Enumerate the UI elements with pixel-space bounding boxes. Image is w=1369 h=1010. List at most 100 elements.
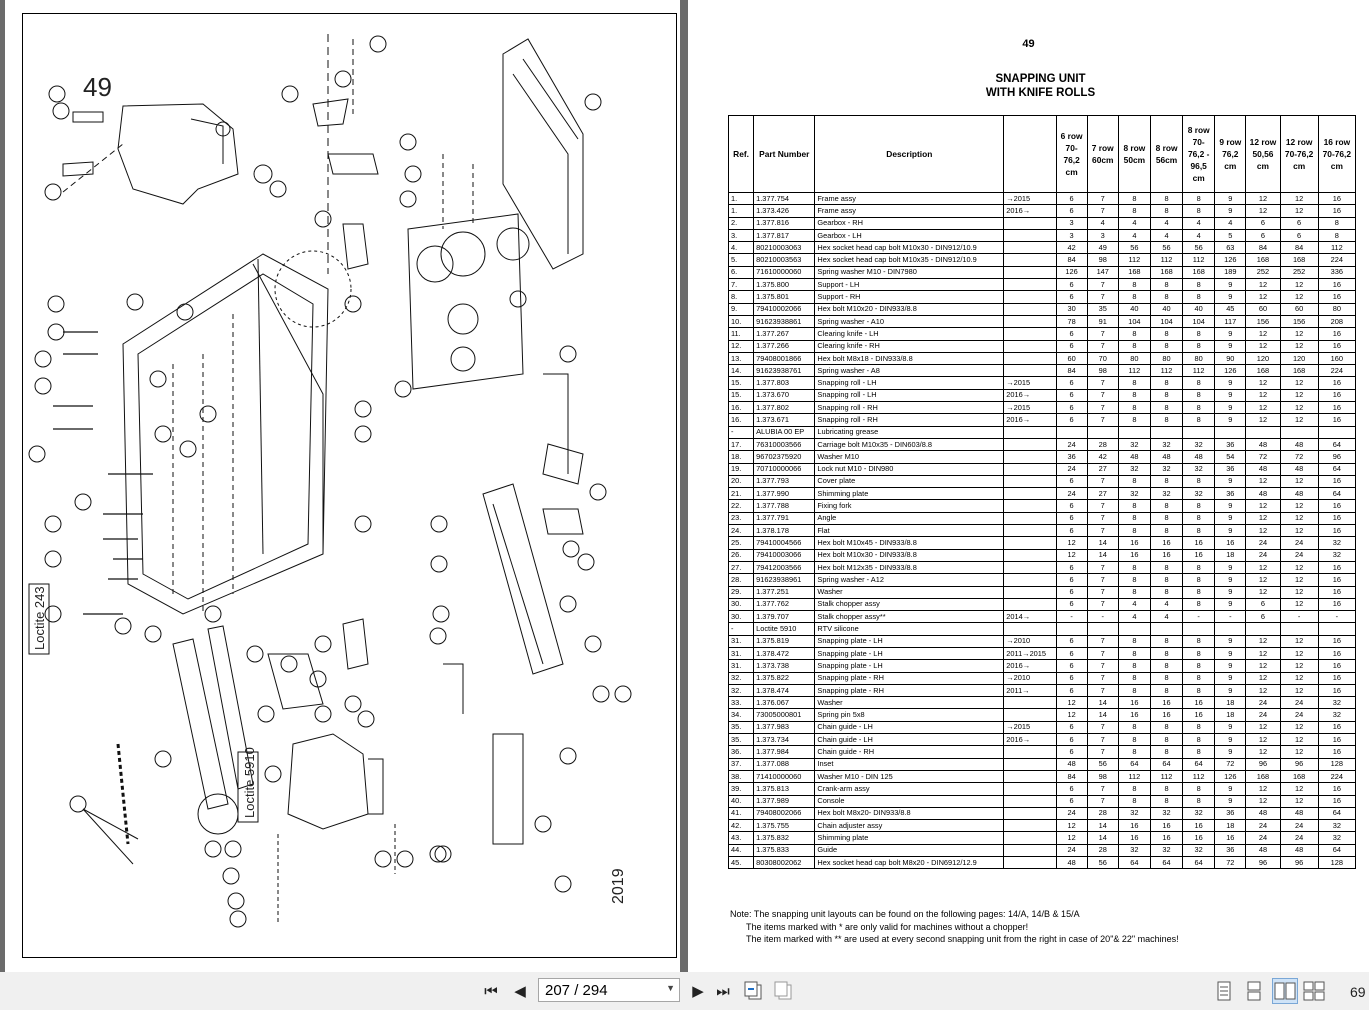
table-cell: 1.373.426 bbox=[753, 204, 816, 218]
table-cell: 1.378.472 bbox=[753, 646, 816, 661]
table-cell: 48 bbox=[1245, 487, 1281, 501]
table-cell: Crank-arm assy bbox=[814, 782, 1005, 796]
table-cell: 30. bbox=[727, 610, 755, 624]
table-cell: 8 bbox=[1117, 511, 1151, 526]
table-cell: 8 bbox=[1182, 204, 1216, 218]
table-cell: 12 bbox=[1279, 794, 1319, 808]
table-cell: 8 bbox=[1182, 683, 1216, 698]
table-cell: 35 bbox=[1086, 302, 1119, 316]
first-page-button[interactable]: ⏮ bbox=[484, 982, 498, 1000]
table-cell: 8 bbox=[1182, 524, 1216, 538]
table-cell: 64 bbox=[1317, 437, 1357, 452]
table-cell: 60 bbox=[1055, 351, 1088, 366]
table-cell: 24 bbox=[1055, 437, 1088, 452]
notes: Note: The snapping unit layouts can be f… bbox=[730, 908, 1179, 946]
table-cell bbox=[1003, 757, 1057, 771]
table-cell: 7 bbox=[1086, 659, 1119, 673]
table-cell: 4 bbox=[1149, 610, 1184, 624]
table-cell: 25. bbox=[727, 536, 755, 550]
table-cell: 12 bbox=[1245, 327, 1281, 341]
page-number-input[interactable]: 207 / 294 ▼ bbox=[538, 978, 680, 1002]
table-cell: 96 bbox=[1279, 856, 1319, 870]
table-cell: 6 bbox=[1245, 610, 1281, 624]
table-cell: 8 bbox=[1182, 327, 1216, 341]
table-cell: Hex bolt M12x35 - DIN933/8.8 bbox=[814, 560, 1005, 575]
table-cell: 16 bbox=[1317, 278, 1357, 292]
table-cell: 8 bbox=[1117, 573, 1151, 587]
table-cell: 8 bbox=[1149, 401, 1184, 415]
table-cell: 36 bbox=[1214, 437, 1247, 452]
table-cell: 8 bbox=[1149, 278, 1184, 292]
table-cell: 4. bbox=[727, 241, 755, 255]
table-cell: 84 bbox=[1055, 364, 1088, 378]
table-cell: 1.375.832 bbox=[753, 831, 816, 845]
table-cell: 98 bbox=[1086, 364, 1119, 378]
table-cell: 9 bbox=[1214, 204, 1247, 218]
table-cell: 112 bbox=[1317, 241, 1357, 255]
table-cell: 24 bbox=[1245, 548, 1281, 562]
table-cell: 168 bbox=[1182, 265, 1216, 280]
table-cell bbox=[1003, 843, 1057, 858]
table-cell: 14 bbox=[1086, 819, 1119, 833]
two-page-continuous-icon[interactable] bbox=[1303, 978, 1325, 1004]
table-cell: 12 bbox=[1245, 720, 1281, 735]
single-page-view-icon[interactable] bbox=[1213, 978, 1235, 1004]
table-cell: 4 bbox=[1149, 597, 1184, 612]
table-cell: 12 bbox=[1279, 597, 1319, 612]
table-cell: 1. bbox=[727, 191, 755, 206]
table-cell: 24 bbox=[1245, 536, 1281, 550]
table-cell: 7 bbox=[1086, 278, 1119, 292]
table-cell: 32 bbox=[1317, 831, 1357, 845]
table-cell: 16 bbox=[1182, 548, 1216, 562]
table-cell: 36 bbox=[1055, 450, 1088, 464]
table-cell: 16 bbox=[1182, 696, 1216, 710]
table-cell: 16 bbox=[1317, 327, 1357, 341]
table-cell: Snapping roll - LH bbox=[814, 376, 1005, 390]
table-cell: 12 bbox=[1279, 720, 1319, 735]
table-cell: 3 bbox=[1086, 228, 1119, 243]
table-cell: 8 bbox=[1117, 474, 1151, 489]
chevron-down-icon[interactable]: ▼ bbox=[666, 983, 675, 993]
table-cell: 6 bbox=[1055, 278, 1088, 292]
document-viewport[interactable]: 49 bbox=[0, 0, 1369, 972]
table-cell: 84 bbox=[1055, 769, 1088, 784]
table-cell: 34. bbox=[727, 708, 755, 722]
table-cell bbox=[1003, 696, 1057, 710]
table-cell: 16 bbox=[1149, 708, 1184, 722]
table-cell: 7 bbox=[1086, 573, 1119, 587]
table-cell: 12 bbox=[1245, 524, 1281, 538]
table-cell: 16 bbox=[1317, 191, 1357, 206]
next-page-button[interactable]: ▶ bbox=[692, 983, 704, 1000]
table-cell: 12 bbox=[1279, 733, 1319, 747]
table-cell: 7 bbox=[1086, 511, 1119, 526]
table-cell: 79410002066 bbox=[753, 302, 816, 316]
table-cell: 1.375.800 bbox=[753, 278, 816, 292]
table-cell: Shimming plate bbox=[814, 487, 1005, 501]
table-cell: Frame assy bbox=[814, 191, 1005, 206]
go-forward-icon[interactable] bbox=[772, 978, 796, 1004]
go-back-icon[interactable] bbox=[742, 978, 766, 1004]
last-page-button[interactable]: ⏭ bbox=[716, 982, 730, 1000]
continuous-view-icon[interactable] bbox=[1243, 978, 1265, 1004]
table-cell: - bbox=[1279, 610, 1319, 624]
table-cell: 12 bbox=[1279, 683, 1319, 698]
previous-page-button[interactable]: ◀ bbox=[514, 983, 526, 1000]
zoom-level[interactable]: 69 bbox=[1350, 984, 1366, 1000]
table-cell: 9 bbox=[1214, 388, 1247, 403]
table-cell: 18 bbox=[1214, 708, 1247, 722]
two-page-view-icon[interactable] bbox=[1272, 978, 1298, 1004]
table-cell: 20. bbox=[727, 474, 755, 489]
table-cell: 8 bbox=[1149, 413, 1184, 427]
table-cell: →2010 bbox=[1003, 671, 1057, 685]
table-cell: 12 bbox=[1279, 474, 1319, 489]
table-cell: 32 bbox=[1149, 843, 1184, 858]
table-cell: 56 bbox=[1182, 241, 1216, 255]
